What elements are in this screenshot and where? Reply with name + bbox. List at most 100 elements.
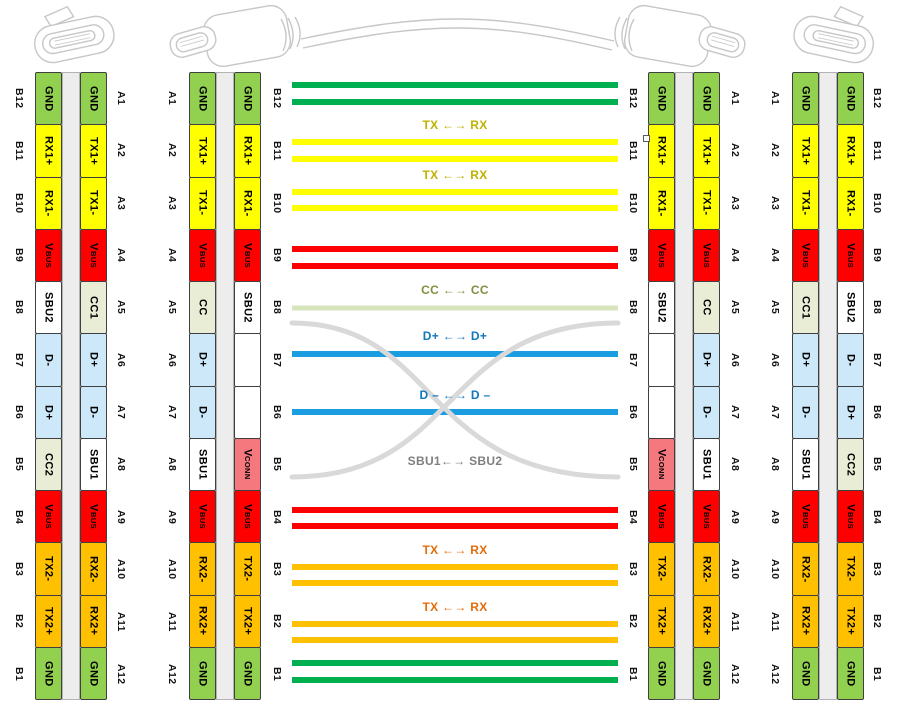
pin-cell-label: SBU2	[655, 292, 668, 324]
pin-number: B1	[13, 666, 25, 681]
pin-number: B6	[13, 405, 25, 420]
pin-cell: SBU1	[80, 437, 107, 491]
pin-cell: GND	[80, 646, 107, 700]
pin-number: A3	[115, 195, 127, 210]
pin-number: B2	[13, 614, 25, 629]
pin-cell: SBU1	[693, 437, 720, 491]
pin-cell-label: D+	[87, 352, 100, 368]
pin-cell: GND	[837, 72, 864, 126]
pin-cell-label: RX1-	[42, 189, 55, 217]
pin-number: A3	[729, 195, 741, 210]
receptacle-sketch-left	[33, 5, 115, 64]
pin-number: B12	[13, 87, 25, 109]
pin-cell: D+	[693, 333, 720, 387]
pin-cell-label: CC1	[87, 296, 100, 320]
pin-cell-label: RX2-	[87, 555, 100, 583]
pin-cell-label: RX1-	[655, 189, 668, 217]
pin-cell-label: GND	[42, 660, 55, 687]
pin-cell: TX2-	[35, 542, 62, 596]
pin-cell-label: SBU1	[196, 448, 209, 480]
pin-cell: RX2+	[693, 594, 720, 648]
pin-cell: CC	[189, 281, 216, 335]
pin-cell: TX1+	[189, 124, 216, 178]
pin-number: A3	[769, 195, 781, 210]
pin-number: A3	[166, 195, 178, 210]
pin-cell-label: CC	[700, 299, 713, 316]
pin-cell-label: CC1	[799, 296, 812, 320]
pin-number: B4	[13, 509, 25, 524]
pin-cell-label: TX2-	[655, 556, 668, 582]
pin-number: B7	[13, 352, 25, 367]
pin-number: A10	[115, 558, 127, 580]
pin-number: A1	[166, 91, 178, 106]
pin-number: A12	[115, 663, 127, 685]
pin-cell-label: D-	[799, 405, 812, 419]
pin-cell: RX2-	[80, 542, 107, 596]
pin-number: A9	[729, 509, 741, 524]
pin-cell: GND	[189, 72, 216, 126]
pin-number: A12	[769, 663, 781, 685]
pin-cell-label: GND	[799, 660, 812, 687]
pin-number: B2	[627, 614, 639, 629]
pin-number: A2	[115, 143, 127, 158]
wire-label: TX ←→ RX	[422, 168, 488, 182]
pin-cell-label: D-	[196, 405, 209, 419]
pin-number: B11	[13, 140, 25, 161]
pin-cell-label: GND	[196, 85, 209, 112]
pin-cell: TX2-	[648, 542, 675, 596]
pin-cell: RX1-	[35, 176, 62, 230]
pin-cell: TX2+	[837, 594, 864, 648]
pin-cell-label: RX1-	[844, 189, 857, 217]
pin-cell-label: SBU2	[42, 292, 55, 324]
pin-number: B5	[13, 457, 25, 472]
pin-number: A7	[769, 405, 781, 420]
pin-number: A6	[115, 352, 127, 367]
pin-number: B9	[871, 248, 883, 263]
pin-number: A7	[729, 405, 741, 420]
pin-number: B9	[627, 248, 639, 263]
pin-cell-label: GND	[799, 85, 812, 112]
connector-spine	[819, 72, 837, 700]
pin-cell-label: GND	[196, 660, 209, 687]
pin-number: B3	[271, 562, 283, 577]
pin-cell: D-	[693, 385, 720, 439]
wire-label: TX ←→ RX	[422, 118, 488, 132]
pin-number: A9	[769, 509, 781, 524]
pin-number: B10	[627, 192, 639, 214]
pin-number: A8	[166, 457, 178, 472]
wire-label: TX ←→ RX	[422, 543, 488, 557]
pin-number: A11	[729, 611, 741, 632]
pin-cell-label: TX2-	[241, 556, 254, 582]
pin-cell: GND	[35, 646, 62, 700]
pin-cell: SBU1	[189, 437, 216, 491]
pin-number: A1	[115, 91, 127, 106]
pin-number: B2	[871, 614, 883, 629]
pin-cell: SBU2	[648, 281, 675, 335]
pin-cell-label: RX2+	[87, 606, 100, 636]
pin-cell	[234, 385, 261, 439]
pin-cell-label: TX2-	[42, 556, 55, 582]
pin-cell: RX2-	[792, 542, 819, 596]
pin-number: B12	[871, 87, 883, 109]
pin-cell: TX2+	[648, 594, 675, 648]
pin-cell-label: D-	[700, 405, 713, 419]
pin-cell: D-	[837, 333, 864, 387]
pin-number: A11	[166, 611, 178, 632]
pin-number: B9	[271, 248, 283, 263]
pin-cell: SBU1	[792, 437, 819, 491]
pin-cell-label: TX2+	[42, 607, 55, 636]
pin-number: A6	[729, 352, 741, 367]
